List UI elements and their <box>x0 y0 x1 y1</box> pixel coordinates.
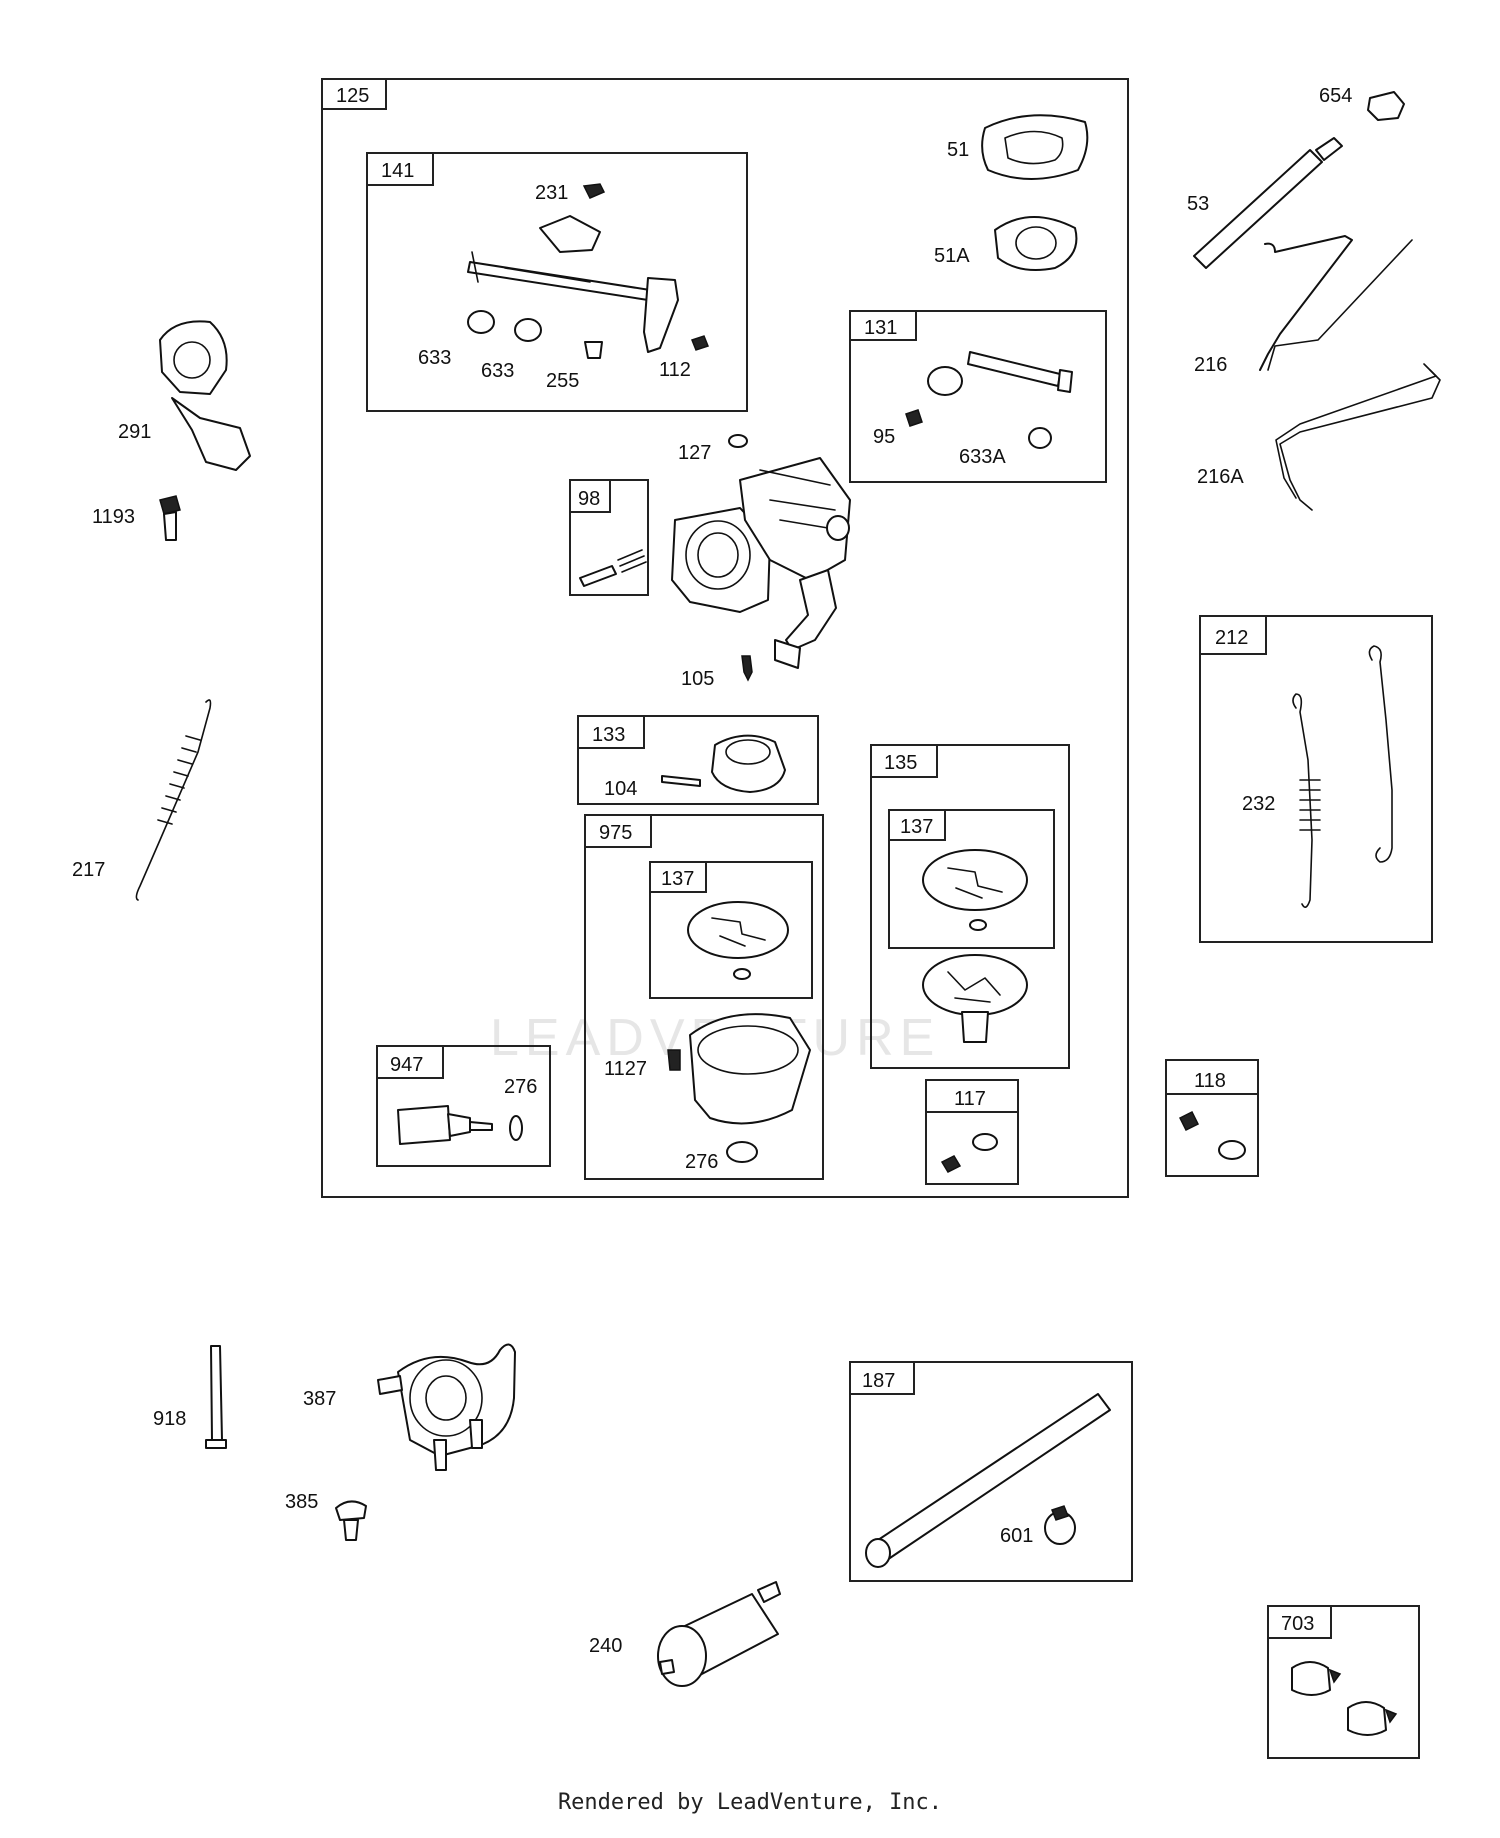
link-216a-part <box>1279 369 1441 511</box>
box-133: 133 <box>577 715 819 805</box>
pin-918-part <box>205 1345 227 1449</box>
screw-118-part <box>1178 1110 1246 1160</box>
spring-232-part <box>1292 645 1393 908</box>
box-947: 947 <box>376 1045 551 1167</box>
throttle-shaft-part <box>905 351 1073 449</box>
choke-shaft-part <box>467 183 709 353</box>
gasket-51a-part <box>994 216 1078 271</box>
label-633a: 633A <box>959 446 1006 468</box>
label-232: 232 <box>1242 793 1275 815</box>
label-276: 276 <box>685 1151 718 1173</box>
box-label-187: 187 <box>862 1370 895 1392</box>
box-label-137: 137 <box>900 816 933 838</box>
label-1127: 1127 <box>604 1058 647 1080</box>
label-53: 53 <box>1187 193 1209 215</box>
idle-screw-part <box>579 549 647 587</box>
label-255: 255 <box>546 370 579 392</box>
fuel-solenoid-947-part <box>397 1105 523 1145</box>
box-131: 131 <box>849 310 1107 483</box>
clamp-703-part <box>1291 1661 1398 1736</box>
box-98: 98 <box>569 479 649 596</box>
spring-217-part <box>135 699 212 901</box>
float-133-part <box>661 734 786 793</box>
label-231: 231 <box>535 182 568 204</box>
screw-1193-part <box>159 495 181 541</box>
float-bowl-part <box>667 1013 811 1163</box>
link-216a-line <box>1275 363 1437 499</box>
box-117: 117 <box>925 1079 1019 1185</box>
label-633: 633 <box>481 360 514 382</box>
label-51a: 51A <box>934 245 970 267</box>
rod-53-part <box>1193 137 1343 269</box>
box-label-133: 133 <box>592 724 625 746</box>
label-654: 654 <box>1319 85 1352 107</box>
gasket-51-part <box>981 114 1089 180</box>
oring-127-part <box>728 434 748 448</box>
label-127: 127 <box>678 442 711 464</box>
box-label-135: 135 <box>884 752 917 774</box>
box-label-975: 975 <box>599 822 632 844</box>
box-label-117: 117 <box>954 1088 986 1110</box>
nut-654-part <box>1367 91 1405 121</box>
label-104: 104 <box>604 778 637 800</box>
box-141: 141 <box>366 152 748 412</box>
label-601: 601 <box>1000 1525 1033 1547</box>
label-633: 633 <box>418 347 451 369</box>
link-216-part <box>1259 235 1353 371</box>
box-118: 118 <box>1165 1059 1259 1177</box>
box-label-947: 947 <box>390 1054 423 1076</box>
label-918: 918 <box>153 1408 186 1430</box>
box-label-141: 141 <box>381 160 414 182</box>
box-187: 187 <box>849 1361 1133 1582</box>
bolt-385-part <box>335 1500 367 1541</box>
box-137-a: 137 <box>649 861 813 999</box>
label-217: 217 <box>72 859 105 881</box>
label-240: 240 <box>589 1635 622 1657</box>
gasket-137-b-part <box>922 849 1028 931</box>
box-125: 125 <box>321 78 1129 1198</box>
label-385: 385 <box>285 1491 318 1513</box>
carb-lower-part <box>922 954 1028 1043</box>
link-216-line <box>1267 239 1413 371</box>
box-label-118: 118 <box>1194 1070 1226 1092</box>
footer-credit: Rendered by LeadVenture, Inc. <box>557 1790 943 1815</box>
box-label-212: 212 <box>1215 627 1248 649</box>
carburetor-body-part <box>671 457 851 669</box>
fuel-filter-240-part <box>657 1581 781 1687</box>
box-703: 703 <box>1267 1605 1420 1759</box>
box-label-131: 131 <box>864 317 897 339</box>
label-95: 95 <box>873 426 895 448</box>
box-135: 135 <box>870 744 1070 1069</box>
governor-291-part <box>159 320 251 471</box>
fuel-line-187-part <box>865 1393 1111 1568</box>
label-216a: 216A <box>1197 466 1244 488</box>
label-51: 51 <box>947 139 969 161</box>
box-975: 975 <box>584 814 824 1180</box>
label-387: 387 <box>303 1388 336 1410</box>
box-137-b: 137 <box>888 809 1055 949</box>
label-105: 105 <box>681 668 714 690</box>
label-216: 216 <box>1194 354 1227 376</box>
box-label-98: 98 <box>578 488 600 510</box>
box-label-137: 137 <box>661 868 694 890</box>
needle-105-part <box>741 655 753 682</box>
fuel-pump-387-part <box>377 1343 516 1471</box>
label-112: 112 <box>659 359 691 381</box>
box-212: 212 <box>1199 615 1433 943</box>
box-label-703: 703 <box>1281 1613 1314 1635</box>
bushing-633-parts <box>467 310 603 359</box>
label-1193: 1193 <box>92 506 135 528</box>
box-label-125: 125 <box>336 85 369 107</box>
screw-117-part <box>940 1133 998 1173</box>
label-276: 276 <box>504 1076 537 1098</box>
gasket-137-a-part <box>687 901 789 980</box>
label-291: 291 <box>118 421 151 443</box>
